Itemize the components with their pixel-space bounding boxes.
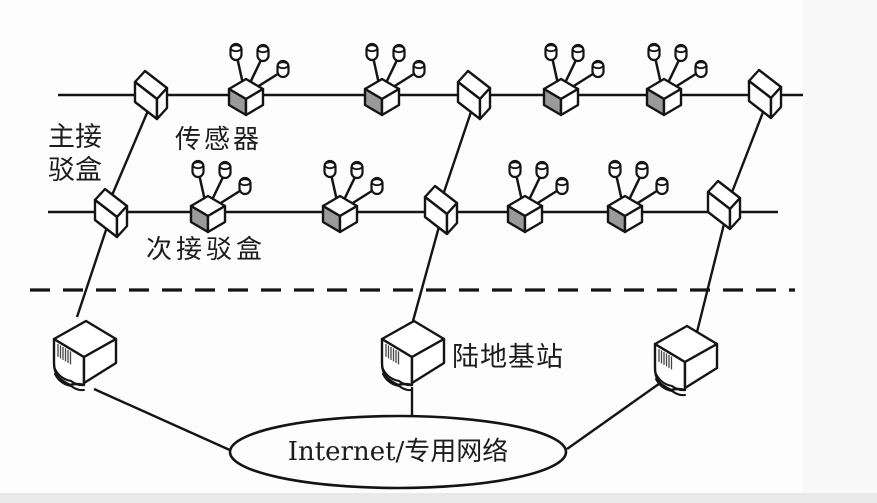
branch-links [75,105,767,453]
internet-network-label: Internet/专用网络 [287,437,509,467]
sensor-node-icon [508,161,568,232]
land-base-station-icon [52,319,118,392]
secondary-junction-box-label: 次接驳盒 [146,235,267,265]
sensor-node-icon [365,44,425,115]
secondary-junction-box-icon [423,184,459,236]
secondary-junction-box-icon [706,179,742,231]
sensor-node-icon [229,44,289,115]
sensor-node-icon [323,161,383,232]
sensor-label: 传感器 [175,125,263,155]
internet-network-ellipse [228,414,568,490]
main-junction-box-label-line2: 驳盒 [48,155,102,186]
secondary-junction-box-icon [93,187,129,239]
land-base-station-icon [653,324,719,397]
main-junction-box-icon [747,68,783,120]
sensor-node-icon [191,161,251,232]
land-base-station-label: 陆地基站 [452,342,564,373]
land-base-station-icon [380,319,446,392]
sensor-node-icon [647,44,707,115]
sensor-node-icon [608,161,668,232]
main-junction-box-icon [133,69,169,121]
main-junction-box-icon [456,69,492,121]
sensor-node-icon [544,44,604,115]
scan-edge-bottom [0,493,877,503]
main-junction-box-label-line1: 主接 [48,122,102,153]
main-junction-box-label: 主接 驳盒 [45,121,105,187]
scan-edge-right [803,0,877,503]
